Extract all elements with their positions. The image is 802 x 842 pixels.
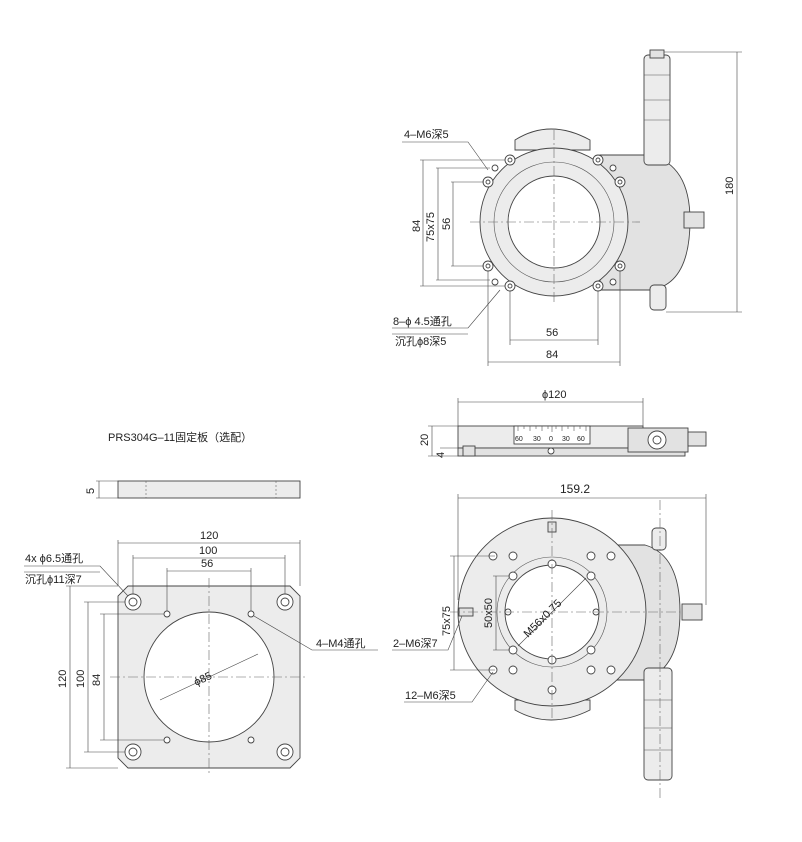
bottom-view: 159.2 75x75 50x50 M56x0.75 2–M6深7 12–M6深…: [392, 482, 707, 800]
dim-plate-100-v: 100: [75, 670, 87, 688]
micrometer-barrel: [643, 54, 671, 166]
dim-side-20: 20: [419, 434, 431, 446]
scale-30-right: 30: [562, 436, 570, 443]
dim-plate-120-v: 120: [57, 670, 69, 688]
dim-bottom-75x75: 75x75: [441, 606, 453, 636]
bottom-upper-stub: [651, 527, 667, 551]
dim-bottom-159-2: 159.2: [560, 482, 590, 496]
dim-top-75x75: 75x75: [425, 212, 437, 242]
dim-top-180: 180: [724, 177, 736, 195]
bottom-knob: [681, 603, 703, 621]
label-top-holes-1: 8–ϕ 4.5通孔: [393, 315, 452, 328]
scale-60-right: 60: [577, 436, 585, 443]
dim-plate-120-h: 120: [200, 530, 218, 542]
side-knob: [687, 431, 707, 447]
lock-knob: [683, 211, 705, 229]
side-view: 60 30 0 30 60 ϕ120 20 4: [419, 389, 707, 458]
dim-top-84-v: 84: [411, 220, 423, 232]
dim-plate-56-h: 56: [201, 558, 213, 570]
label-plate-holes-2: 沉孔ϕ11深7: [25, 573, 82, 586]
plate-edge: [117, 480, 301, 499]
bottom-bump: [514, 699, 591, 721]
dim-plate-100-h: 100: [199, 545, 217, 557]
dim-top-56-v: 56: [441, 218, 453, 230]
dim-top-56-h: 56: [546, 327, 558, 339]
plate-title: PRS304G–11固定板（选配）: [108, 430, 252, 444]
micrometer-lower: [649, 284, 667, 311]
micrometer-cap: [649, 49, 665, 59]
dim-side-4: 4: [435, 452, 447, 458]
dim-plate-5: 5: [85, 488, 97, 494]
label-bottom-12m6: 12–M6深5: [405, 689, 456, 702]
label-plate-holes-1: 4x ϕ6.5通孔: [25, 552, 83, 565]
bottom-micrometer-barrel: [643, 667, 673, 781]
side-screw: [462, 445, 476, 457]
scale-30-left: 30: [533, 436, 541, 443]
top-bump: [514, 128, 591, 151]
label-bottom-2m6: 2–M6深7: [393, 637, 438, 650]
top-view: 4–M6深5 8–ϕ 4.5通孔 沉孔ϕ8深5 84 75x75 56 56 8…: [392, 49, 742, 366]
label-plate-m4: 4–M4通孔: [316, 637, 366, 650]
plate-view: PRS304G–11固定板（选配） 5: [24, 430, 378, 776]
dim-side-phi120: ϕ120: [542, 389, 567, 401]
dim-top-84-h: 84: [546, 349, 558, 361]
label-top-m6: 4–M6深5: [404, 128, 449, 141]
scale-60-left: 60: [515, 436, 523, 443]
dim-plate-84-v: 84: [91, 674, 103, 686]
label-top-holes-2: 沉孔ϕ8深5: [395, 335, 446, 348]
dim-bottom-50x50: 50x50: [483, 598, 495, 628]
scale-0: 0: [549, 436, 553, 443]
